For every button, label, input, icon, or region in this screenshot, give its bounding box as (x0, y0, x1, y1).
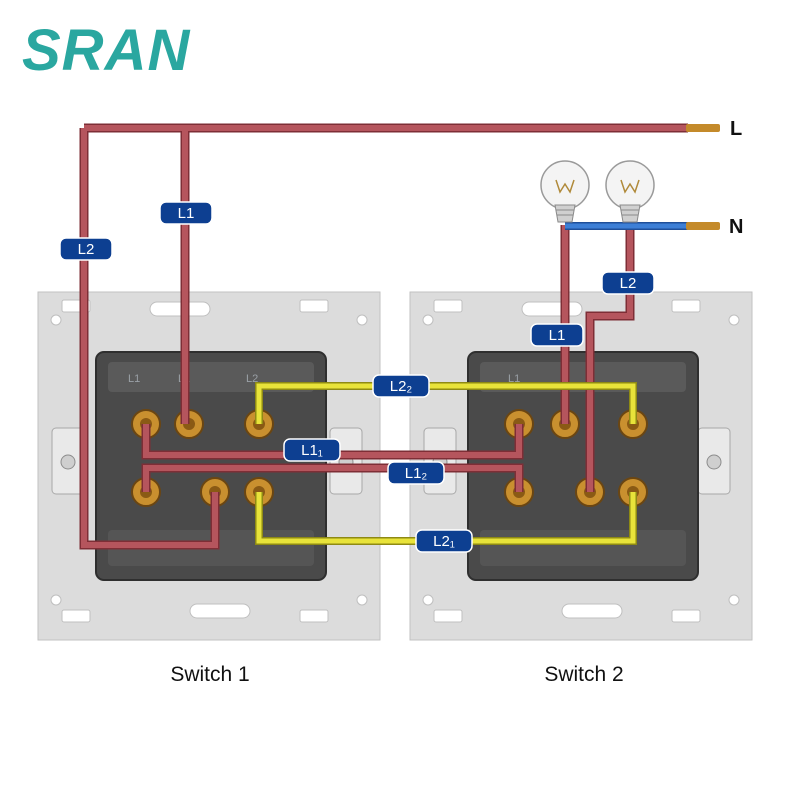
wire-tag-l1-switch-1: L1 (159, 201, 213, 225)
neutral-terminal-label: N (729, 216, 743, 238)
wire-tag-l22: L2₂ (372, 374, 430, 398)
svg-text:L2: L2 (620, 275, 637, 292)
svg-text:L1: L1 (178, 205, 195, 222)
svg-text:L1: L1 (549, 327, 566, 344)
svg-text:L2: L2 (78, 241, 95, 258)
light-bulb-icon (605, 160, 655, 223)
wire-tag-l11: L1₁ (283, 438, 341, 462)
brand-logo: SRAN (22, 18, 190, 83)
svg-text:L2₂: L2₂ (390, 378, 413, 395)
wire-tag-l1-switch-2: L1 (530, 323, 584, 347)
light-bulb-icon (540, 160, 590, 223)
svg-text:L1: L1 (128, 373, 140, 385)
live-wire-end (686, 124, 720, 132)
wire-tag-l12: L1₂ (387, 461, 445, 485)
bridge-l22-wire (256, 383, 636, 424)
svg-text:L1₁: L1₁ (301, 442, 323, 459)
live-wires (79, 123, 688, 550)
bridge-l12-wire (143, 465, 522, 492)
wire-tag-l2-switch-1: L2 (59, 237, 113, 261)
line-terminal-label: L (730, 118, 742, 140)
neutral-wire-end (686, 222, 720, 230)
svg-text:L1₂: L1₂ (405, 465, 428, 482)
wire-tag-l21: L2₁ (415, 529, 473, 553)
wire-tag-l2-lamp: L2 (601, 271, 655, 295)
switch-2-caption: Switch 2 (544, 663, 623, 686)
svg-text:L2₁: L2₁ (433, 533, 455, 550)
switch-1-caption: Switch 1 (170, 663, 249, 686)
switch-1-l2-wire (81, 128, 218, 548)
lamp-2-wire (587, 225, 633, 492)
